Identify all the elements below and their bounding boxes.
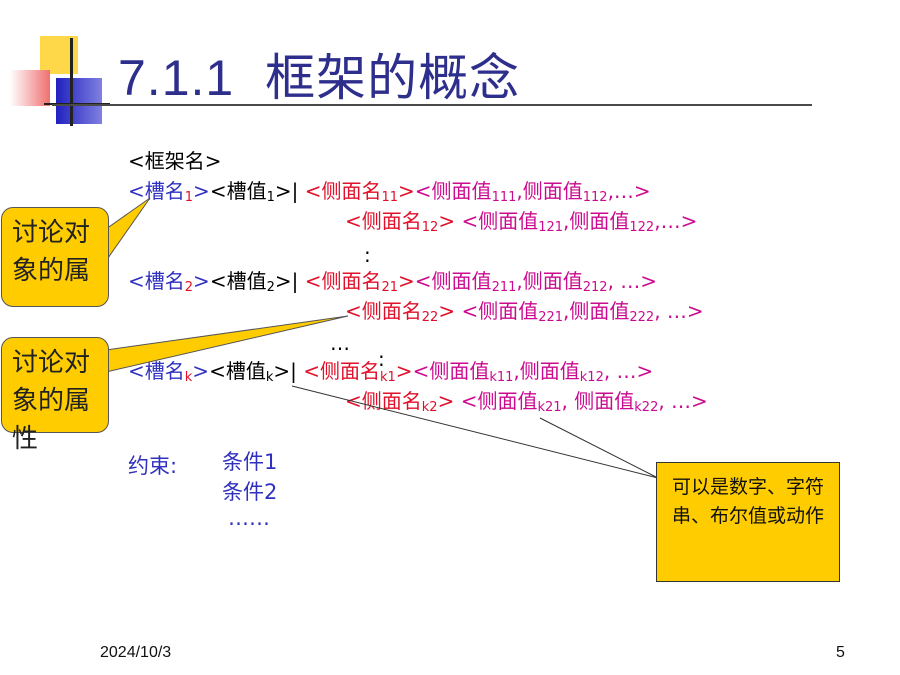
slot1-name: <槽名1> [128,179,210,205]
slotk-side2-name: <侧面名k2> [345,389,455,415]
value-type-note: 可以是数字、字符串、布尔值或动作 [656,462,840,582]
slot1-side1-values: <侧面值111,侧面值112,…> [414,179,651,205]
constraint-2: 条件2 [222,480,278,504]
note-pointer-2 [539,417,659,479]
slot1-row2: <侧面名12> <侧面值121,侧面值122,…> [345,206,697,243]
slot2-row1: <槽名2><槽值2>| <侧面名21><侧面值211,侧面值212, …> [128,266,657,303]
slot2-row2: <侧面名22> <侧面值221,侧面值222, …> [345,296,704,333]
constraint-more: …… [228,506,270,530]
slot2-value: <槽值2>| [209,269,299,295]
callout2-pointer [105,315,349,373]
slot2-side2-values: <侧面值221,侧面值222, …> [461,299,704,325]
slot1-side2-values: <侧面值121,侧面值122,…> [461,209,698,235]
slot1-side2-name: <侧面名12> [345,209,456,235]
title-text: 框架的概念 [265,49,521,107]
footer-date: 2024/10/3 [100,644,172,661]
slotk-row2: <侧面名k2> <侧面值k21, 侧面值k22, …> [345,386,708,423]
slot1-value: <槽值1>| [209,179,299,205]
vertical-dots-2: : [378,347,385,371]
slotk-side1-values: <侧面值k11,侧面值k12, …> [412,359,654,385]
slot2-side1-name: <侧面名21> [304,269,415,295]
slot2-side2-name: <侧面名22> [345,299,456,325]
callout-attribute-2-text: 讨论对象的属性 [12,348,91,454]
slotk-side1-name: <侧面名k1> [303,359,413,385]
title-underline [52,104,812,106]
vertical-dots-1: : [364,243,371,267]
slotk-side2-values: <侧面值k21, 侧面值k22, …> [460,389,708,415]
ellipsis-dots: … [330,331,350,355]
note-pointer-1 [291,385,659,479]
constraint-1: 条件1 [222,450,278,474]
page-title: 7.1.1 框架的概念 [118,38,520,110]
slotk-value: <槽值k>| [209,359,297,385]
frame-name: <框架名> [128,149,222,173]
page-number: 5 [836,644,845,661]
slot2-name: <槽名2> [128,269,210,295]
callout-attribute-1: 讨论对象的属 [1,207,109,307]
constraints-label: 约束: [128,454,178,478]
title-number: 7.1.1 [118,50,235,106]
slotk-row1: <槽名k><槽值k>| <侧面名k1><侧面值k11,侧面值k12, …> [128,356,653,393]
corner-ornament [0,0,110,130]
callout-attribute-2: 讨论对象的属性 [1,337,109,454]
slot1-row1: <槽名1><槽值1>| <侧面名11><侧面值111,侧面值112,…> [128,176,651,213]
slot1-side1-name: <侧面名11> [304,179,415,205]
slot2-side1-values: <侧面值211,侧面值212, …> [414,269,658,295]
